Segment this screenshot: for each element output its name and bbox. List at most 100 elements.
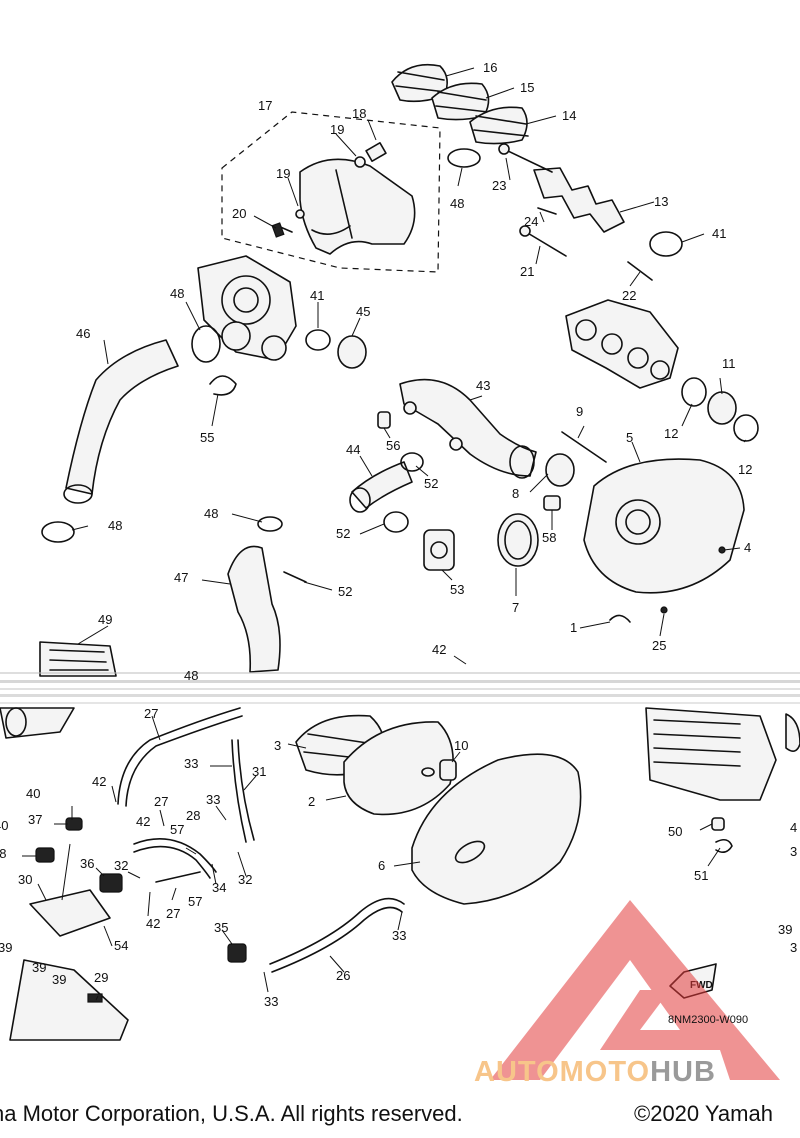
- copyright-footer: ha Motor Corporation, U.S.A. All rights …: [0, 1101, 800, 1131]
- hose-26-inner: [271, 906, 403, 973]
- callout-54: 54: [114, 938, 128, 953]
- callout-48-b: 48: [170, 286, 184, 301]
- callout-38: 38: [0, 846, 6, 861]
- intercooler-pipe-43: [399, 378, 537, 479]
- plenum-assembly: [271, 142, 416, 255]
- callout-26: 26: [336, 968, 350, 983]
- clamp-48-mid: [257, 516, 283, 532]
- callout-37: 37: [28, 812, 42, 827]
- automotohub-logo-icon: [490, 900, 780, 1080]
- callout-56: 56: [386, 438, 400, 453]
- callout-52-c: 52: [338, 584, 352, 599]
- callout-48-d: 48: [204, 506, 218, 521]
- callout-45: 45: [356, 304, 370, 319]
- callout-33-b: 33: [206, 792, 220, 807]
- sensor-36: [99, 873, 123, 893]
- sensor-35: [227, 943, 247, 963]
- callout-39-d: 39: [52, 972, 66, 987]
- callout-6: 6: [378, 858, 385, 873]
- callout-52-a: 52: [424, 476, 438, 491]
- callout-27-b: 27: [154, 794, 168, 809]
- turbocharger: [197, 255, 297, 361]
- filter-element-2: [343, 721, 454, 816]
- bolt-23: [505, 149, 553, 173]
- hose-47: [227, 545, 281, 673]
- callout-33-d: 33: [264, 994, 278, 1009]
- bracket-30: [29, 889, 111, 937]
- callout-51: 51: [694, 868, 708, 883]
- callout-labels: 16 15 14 17 18 19 19 20 48 23 13 24 41 2…: [0, 60, 797, 1009]
- callout-42-a: 42: [432, 642, 446, 657]
- clamp-41-upper: [649, 231, 683, 257]
- callout-39-b: 39: [0, 940, 12, 955]
- callout-17: 17: [258, 98, 272, 113]
- callout-27-c: 27: [166, 906, 180, 921]
- callout-53: 53: [450, 582, 464, 597]
- callout-42-b: 42: [92, 774, 106, 789]
- clip-55: [209, 375, 237, 396]
- bolt-9: [561, 431, 607, 463]
- sensor-37: [65, 817, 83, 831]
- callout-25: 25: [652, 638, 666, 653]
- callout-12-a: 12: [664, 426, 678, 441]
- clip-51: [715, 838, 733, 854]
- callout-41-a: 41: [712, 226, 726, 241]
- hose-27-upper: [117, 707, 241, 805]
- plug-56: [377, 411, 391, 429]
- assembly-17-dashed-box: [221, 111, 441, 273]
- callout-33-a: 33: [184, 756, 198, 771]
- callout-4: 4: [744, 540, 751, 555]
- callout-21: 21: [520, 264, 534, 279]
- bracket-13: [533, 167, 625, 233]
- callout-41-b: 41: [310, 288, 324, 303]
- callout-13: 13: [654, 194, 668, 209]
- callout-58: 58: [542, 530, 556, 545]
- callout-3: 3: [274, 738, 281, 753]
- callout-7: 7: [512, 600, 519, 615]
- boot-11: [707, 391, 737, 425]
- callout-4-b: 4: [790, 820, 797, 835]
- clip-29: [87, 993, 103, 1003]
- callout-5: 5: [626, 430, 633, 445]
- callout-1: 1: [570, 620, 577, 635]
- callout-30: 30: [18, 872, 32, 887]
- callout-50: 50: [668, 824, 682, 839]
- callout-48-a: 48: [450, 196, 464, 211]
- grommet-10: [439, 759, 457, 781]
- callout-24: 24: [524, 214, 538, 229]
- bolt-21: [525, 231, 567, 257]
- clamp-12-a: [681, 377, 707, 407]
- callout-57-b: 57: [188, 894, 202, 909]
- hose-44: [351, 461, 413, 509]
- callout-2: 2: [308, 794, 315, 809]
- callout-27-a: 27: [144, 706, 158, 721]
- callout-32-b: 32: [238, 872, 252, 887]
- callout-9: 9: [576, 404, 583, 419]
- clip-1: [609, 614, 631, 623]
- hose-28-inner: [133, 845, 211, 879]
- hose-31: [237, 739, 255, 841]
- callout-47: 47: [174, 570, 188, 585]
- callout-10: 10: [454, 738, 468, 753]
- clamp-52-b: [383, 511, 409, 533]
- callout-29: 29: [94, 970, 108, 985]
- hose-28: [133, 838, 217, 873]
- callout-31: 31: [252, 764, 266, 779]
- callout-43: 43: [476, 378, 490, 393]
- hose-27-upper-inner: [125, 715, 243, 807]
- callout-42-d: 42: [146, 916, 160, 931]
- valve-53: [423, 529, 455, 571]
- clamp-52-a: [400, 452, 424, 472]
- clamp-48-turbo: [191, 325, 221, 363]
- callout-15: 15: [520, 80, 534, 95]
- callout-19-a: 19: [330, 122, 344, 137]
- sensor-38: [35, 847, 55, 863]
- callout-11: 11: [722, 356, 736, 371]
- air-filter-cover-5: [583, 458, 745, 594]
- hose-31-inner: [231, 739, 247, 843]
- clamp-41-turbo: [305, 329, 331, 351]
- copyright-right: ©2020 Yamah: [634, 1101, 773, 1126]
- callout-16: 16: [483, 60, 497, 75]
- callout-52-b: 52: [336, 526, 350, 541]
- intake-duct-16: [391, 63, 448, 103]
